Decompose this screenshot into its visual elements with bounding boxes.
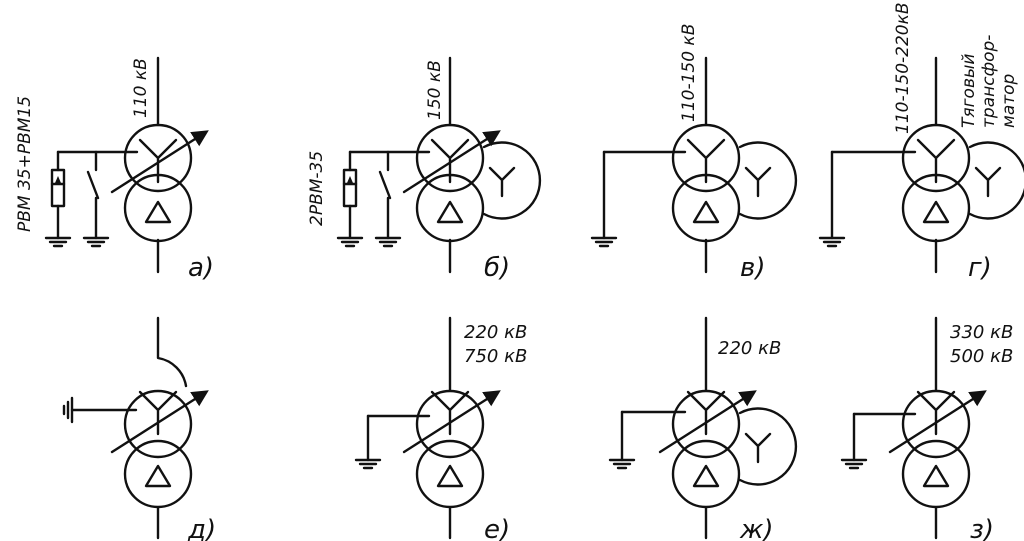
- voltage-label: 150 кВ: [425, 60, 445, 120]
- regulation-arrow: [402, 390, 501, 454]
- delta-symbol: [922, 200, 950, 224]
- ground-icon: [336, 236, 364, 248]
- delta-symbol: [692, 200, 720, 224]
- scheme-caption: г): [968, 253, 992, 283]
- star-symbol: [974, 166, 1002, 198]
- ground-icon: [62, 396, 74, 424]
- lv-winding: [671, 173, 741, 243]
- delta-symbol: [692, 464, 720, 488]
- hv-winding: [671, 389, 741, 459]
- ground-icon: [82, 236, 110, 248]
- tertiary-winding: [968, 141, 1024, 220]
- voltage-label: 750 кВ: [464, 346, 527, 367]
- scheme-d: д): [62, 316, 216, 541]
- tertiary-winding: [738, 141, 798, 220]
- lv-winding: [415, 439, 485, 509]
- star-symbol: [744, 166, 772, 198]
- delta-symbol: [922, 464, 950, 488]
- hv-winding: [123, 389, 193, 459]
- ground-icon: [354, 458, 382, 470]
- scheme-a: 110 кВ РВМ 35+РВМ15 а): [15, 56, 214, 283]
- delta-symbol: [436, 464, 464, 488]
- voltage-label: 220 кВ: [464, 322, 527, 343]
- scheme-z: 330 кВ 500 кВ з): [840, 316, 1013, 541]
- delta-symbol: [144, 200, 172, 224]
- arrester-label: РВМ 35+РВМ15: [15, 96, 35, 232]
- hv-winding: [123, 123, 193, 193]
- star-symbol: [916, 390, 956, 436]
- star-symbol: [430, 390, 470, 436]
- delta-symbol: [436, 200, 464, 224]
- lv-winding: [123, 173, 193, 243]
- star-symbol: [430, 138, 470, 184]
- voltage-label: 110 кВ: [131, 58, 151, 118]
- disconnector: [86, 170, 100, 200]
- note-line: трансфор-: [979, 35, 999, 128]
- scheme-caption: в): [740, 253, 765, 283]
- star-symbol: [138, 138, 178, 184]
- star-symbol: [686, 390, 726, 436]
- ground-icon: [590, 236, 618, 248]
- regulation-arrow: [110, 130, 209, 194]
- hv-winding: [671, 123, 741, 193]
- star-symbol: [488, 166, 516, 198]
- note-line: матор: [999, 73, 1019, 128]
- ground-icon: [374, 236, 402, 248]
- scheme-g: 110-150-220кВ Тяговый трансфор- матор г): [818, 2, 1024, 283]
- scheme-caption: ж): [739, 515, 774, 541]
- hv-winding: [901, 389, 971, 459]
- lv-winding: [415, 173, 485, 243]
- star-symbol: [138, 390, 178, 436]
- regulation-arrow: [402, 130, 501, 194]
- note-line: Тяговый: [959, 54, 979, 128]
- lv-winding: [901, 439, 971, 509]
- regulation-arrow: [888, 390, 987, 454]
- arrester: [342, 168, 358, 208]
- ground-icon: [44, 236, 72, 248]
- scheme-caption: а): [188, 253, 214, 283]
- ground-icon: [608, 458, 636, 470]
- lv-winding: [901, 173, 971, 243]
- voltage-label: 500 кВ: [950, 346, 1013, 367]
- voltage-label: 330 кВ: [950, 322, 1013, 343]
- lv-winding: [671, 439, 741, 509]
- ground-icon: [840, 458, 868, 470]
- scheme-caption: б): [484, 253, 510, 283]
- scheme-v: 110-150 кВ в): [590, 24, 798, 283]
- hv-winding: [901, 123, 971, 193]
- scheme-zh: 220 кВ ж): [608, 316, 798, 541]
- voltage-label: 110-150 кВ: [679, 24, 699, 122]
- scheme-caption: д): [187, 515, 216, 541]
- tertiary-winding: [738, 407, 798, 486]
- lv-winding: [123, 439, 193, 509]
- delta-symbol: [144, 464, 172, 488]
- hv-winding: [415, 389, 485, 459]
- regulation-arrow: [110, 390, 209, 454]
- scheme-caption: з): [970, 515, 994, 541]
- hv-line: [156, 316, 188, 388]
- disconnector: [378, 170, 392, 200]
- hv-winding: [415, 123, 485, 193]
- star-symbol: [916, 138, 956, 184]
- arrester: [50, 168, 66, 208]
- arrester-label: 2РВМ-35: [307, 151, 327, 226]
- voltage-label: 110-150-220кВ: [893, 2, 913, 134]
- scheme-caption: е): [484, 515, 510, 541]
- tertiary-winding: [482, 141, 542, 220]
- star-symbol: [744, 432, 772, 464]
- scheme-b: 150 кВ 2РВМ-35 б): [307, 56, 542, 283]
- regulation-arrow: [658, 390, 757, 454]
- star-symbol: [686, 138, 726, 184]
- scheme-e: 220 кВ 750 кВ е): [354, 316, 527, 541]
- ground-icon: [818, 236, 846, 248]
- voltage-label: 220 кВ: [718, 338, 781, 359]
